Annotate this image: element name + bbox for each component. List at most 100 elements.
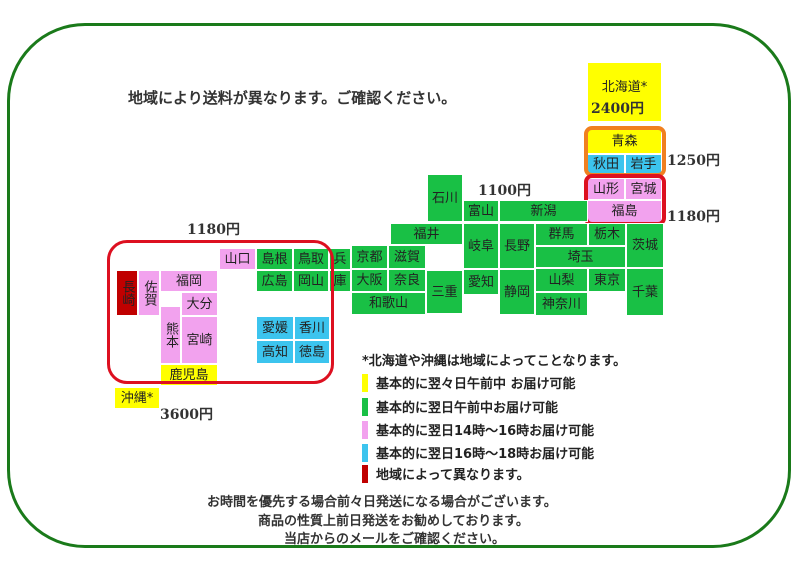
pref-tokyo: 東京 <box>588 268 626 292</box>
pref-kochi: 高知 <box>256 340 294 364</box>
pref-kyoto: 京都 <box>351 245 388 269</box>
legend-swatch-cyan <box>362 443 368 462</box>
pref-shiga: 滋賀 <box>388 245 426 269</box>
pref-yamanashi: 山梨 <box>535 268 588 292</box>
pref-aomori-label: 青森 <box>611 134 638 149</box>
pref-kochi-label: 高知 <box>261 344 288 360</box>
pref-nagano: 長野 <box>499 223 535 269</box>
price-west: 1180円 <box>187 222 240 238</box>
pref-akita: 秋田 <box>587 154 625 174</box>
pref-wakayama-label: 和歌山 <box>368 296 408 311</box>
pref-okinawa-label: 沖縄* <box>120 390 154 406</box>
footer-line-1: お時間を優先する場合前々日発送になる場合がございます。 <box>207 495 557 510</box>
pref-kanagawa-label: 神奈川 <box>541 296 581 312</box>
legend-item-yellow: 基本的に翌々日午前中 お届け可能 <box>362 373 576 392</box>
pref-okayama-label: 岡山 <box>297 273 324 289</box>
legend-item-red: 地域によって異なります。 <box>362 464 530 483</box>
pref-niigata-label: 新潟 <box>530 203 557 219</box>
legend-item-green: 基本的に翌日午前中お届け可能 <box>362 397 558 416</box>
pref-kagawa-label: 香川 <box>298 320 325 336</box>
pref-saitama-label: 埼玉 <box>567 249 594 265</box>
legend-swatch-pink <box>362 420 368 439</box>
pref-oita-label: 大分 <box>186 296 213 312</box>
price-hokkaido: 2400円 <box>591 101 644 117</box>
page-title: 地域により送料が異なります。ご確認ください。 <box>128 89 457 107</box>
pref-gunma: 群馬 <box>535 223 588 246</box>
pref-mie: 三重 <box>426 270 463 314</box>
pref-kagawa: 香川 <box>294 316 330 340</box>
footer-line-2: 商品の性質上前日発送をお勧めしております。 <box>258 514 529 529</box>
pref-ehime: 愛媛 <box>256 316 294 340</box>
pref-ishikawa-label: 石川 <box>431 190 458 206</box>
pref-kagoshima-label: 鹿児島 <box>169 367 209 383</box>
pref-okayama: 岡山 <box>293 270 329 292</box>
pref-hiroshima-label: 広島 <box>261 273 288 289</box>
pref-iwate: 岩手 <box>625 154 662 174</box>
pref-shiga-label: 滋賀 <box>393 249 420 265</box>
legend-label: 基本的に翌々日午前中 お届け可能 <box>376 377 576 392</box>
pref-chiba: 千葉 <box>626 268 664 316</box>
outline-west-japan <box>107 240 334 384</box>
pref-oita: 大分 <box>181 292 218 316</box>
pref-shimane-label: 島根 <box>261 251 288 267</box>
pref-niigata: 新潟 <box>499 200 588 222</box>
pref-kagoshima: 鹿児島 <box>160 364 218 386</box>
pref-saga-label: 佐賀 <box>141 280 157 306</box>
pref-osaka: 大阪 <box>351 269 388 292</box>
pref-tochigi-label: 栃木 <box>593 227 620 242</box>
pref-iwate-label: 岩手 <box>630 156 657 172</box>
pref-hyogo-label: 兵 <box>333 251 347 267</box>
pref-hokkaido: 北海道* <box>587 62 662 122</box>
pref-fukui-label: 福井 <box>413 226 440 242</box>
pref-wakayama: 和歌山 <box>351 292 426 315</box>
pref-tokyo-label: 東京 <box>593 272 620 288</box>
pref-shizuoka: 静岡 <box>499 269 535 315</box>
pref-ehime-label: 愛媛 <box>261 320 288 336</box>
pref-yamaguchi: 山口 <box>219 248 256 270</box>
pref-gifu: 岐阜 <box>463 223 499 269</box>
pref-osaka-label: 大阪 <box>356 273 383 288</box>
pref-hyogo-2: 庫 <box>329 270 351 292</box>
pref-kyoto-label: 京都 <box>356 249 383 265</box>
pref-hyogo-2-label: 庫 <box>333 273 347 289</box>
pref-miyagi-label: 宮城 <box>630 181 657 197</box>
pref-hiroshima: 広島 <box>256 270 293 292</box>
footer-line-3: 当店からのメールをご確認ください。 <box>284 532 506 547</box>
legend-label: 基本的に翌日16時～18時お届け可能 <box>376 447 595 462</box>
pref-fukushima-label: 福島 <box>611 204 638 219</box>
legend-label: 基本的に翌日午前中お届け可能 <box>376 401 559 416</box>
pref-saga: 佐賀 <box>138 270 160 316</box>
pref-ibaraki-label: 茨城 <box>631 238 658 253</box>
pref-ishikawa: 石川 <box>427 174 463 222</box>
pref-fukuoka: 福岡 <box>160 270 218 292</box>
pref-aichi-label: 愛知 <box>467 274 494 290</box>
legend-label: 基本的に翌日14時～16時お届け可能 <box>376 424 595 439</box>
pref-saitama: 埼玉 <box>535 246 626 268</box>
pref-nara-label: 奈良 <box>393 273 420 288</box>
outline-tohoku-north <box>584 126 666 177</box>
pref-miyagi: 宮城 <box>625 178 662 200</box>
pref-okinawa: 沖縄* <box>114 387 160 409</box>
pref-yamaguchi-label: 山口 <box>224 251 251 267</box>
pref-akita-label: 秋田 <box>592 156 619 172</box>
price-tohoku-south: 1180円 <box>667 209 720 225</box>
pref-ibaraki: 茨城 <box>626 223 664 268</box>
outer-frame <box>7 23 791 548</box>
pref-nagasaki: 長崎 <box>116 270 138 316</box>
legend-item-pink: 基本的に翌日14時～16時お届け可能 <box>362 420 594 439</box>
pref-kumamoto-label: 熊本 <box>163 322 178 348</box>
pref-kanagawa: 神奈川 <box>535 292 588 316</box>
pref-nagano-label: 長野 <box>503 238 530 254</box>
legend-item-cyan: 基本的に翌日16時～18時お届け可能 <box>362 443 594 462</box>
pref-tokushima-label: 徳島 <box>298 344 325 360</box>
pref-gunma-label: 群馬 <box>548 227 575 242</box>
pref-kumamoto: 熊本 <box>160 306 181 364</box>
pref-yamanashi-label: 山梨 <box>548 272 575 288</box>
pref-miyazaki-label: 宮崎 <box>186 332 213 348</box>
pref-yamagata-label: 山形 <box>592 181 619 197</box>
pref-fukuoka-label: 福岡 <box>175 273 202 289</box>
pref-toyama: 富山 <box>463 200 499 222</box>
legend-swatch-red <box>362 464 368 483</box>
legend-swatch-green <box>362 397 368 416</box>
